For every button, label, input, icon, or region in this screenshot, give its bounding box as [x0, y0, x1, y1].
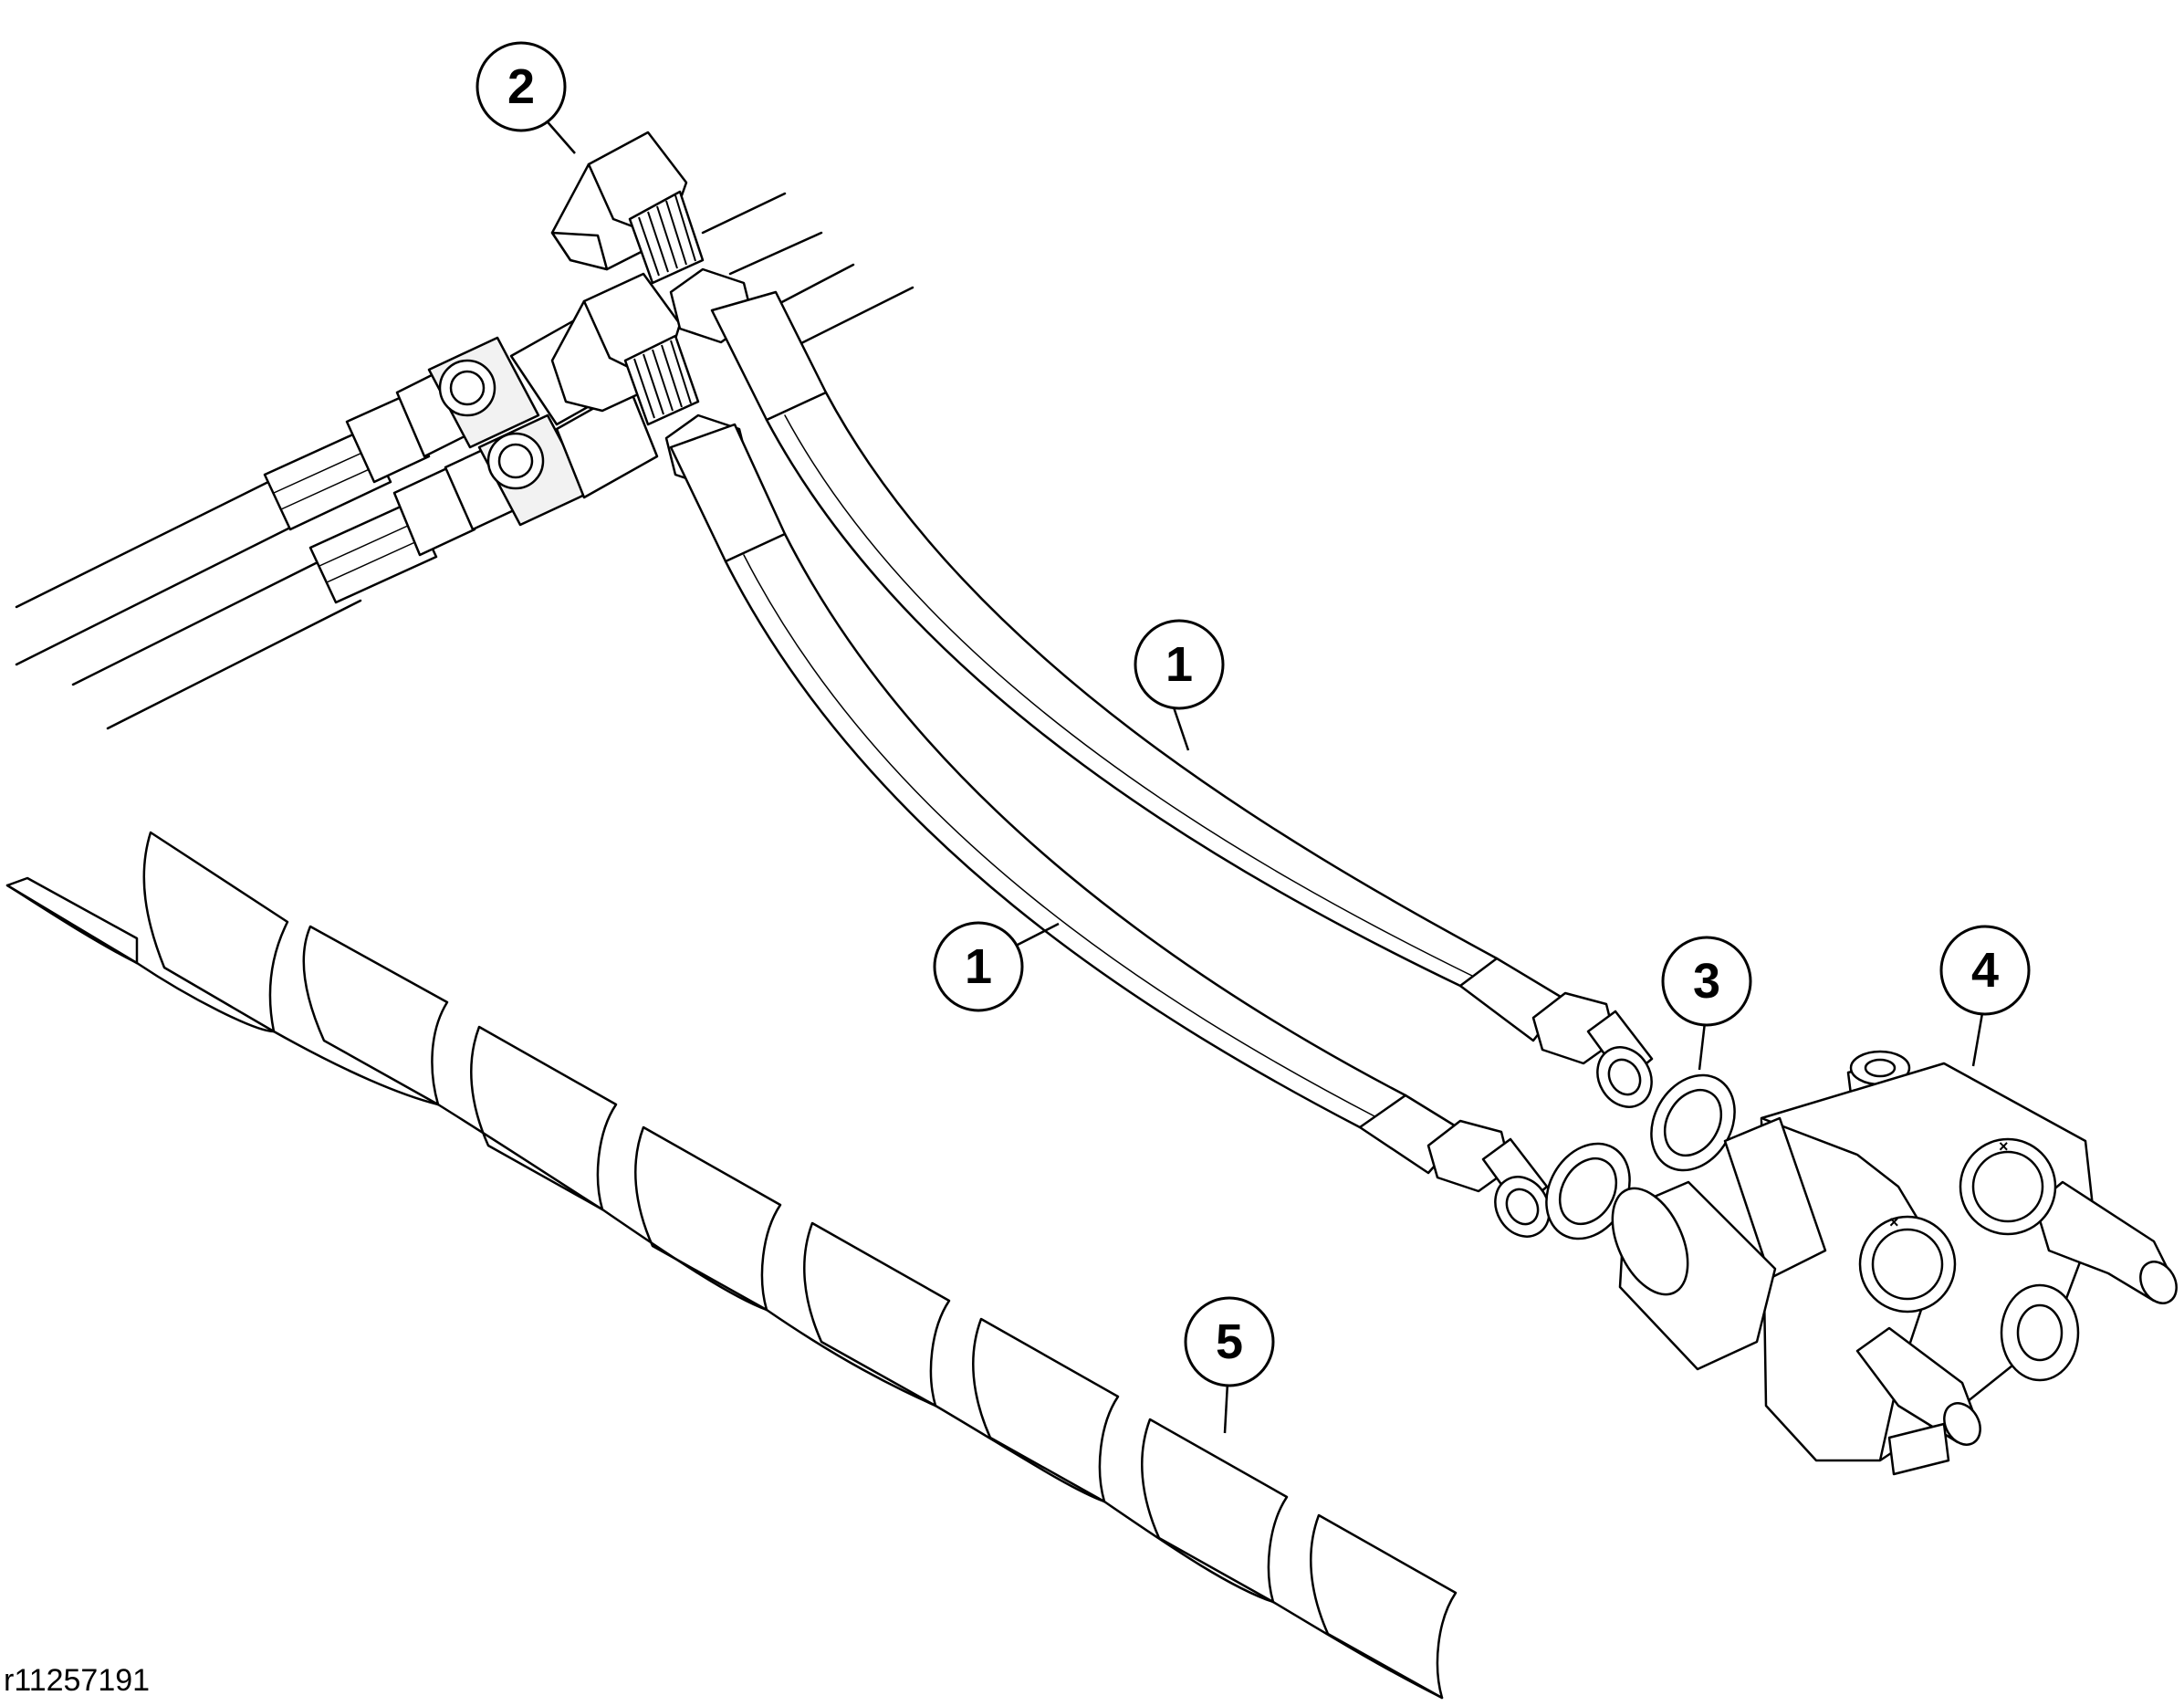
callout-5-label: 5	[1216, 1314, 1243, 1369]
spiral-wrap	[5, 831, 1458, 1700]
callout-4-label: 4	[1971, 943, 1999, 998]
callout-3-label: 3	[1693, 954, 1720, 1009]
callout-1a-label: 1	[1165, 637, 1193, 692]
callout-1a: 1	[1134, 619, 1225, 751]
callout-2-label: 2	[507, 59, 535, 114]
callout-3: 3	[1661, 936, 1752, 1071]
callout-4: 4	[1939, 925, 2031, 1067]
callout-5: 5	[1184, 1296, 1275, 1434]
figure-reference-code: r11257191	[4, 1663, 151, 1698]
callout-1b: 1	[933, 921, 1060, 1012]
svg-text:×: ×	[1999, 1137, 2009, 1156]
hose-assemblies	[669, 290, 1654, 1238]
callout-2: 2	[475, 41, 576, 154]
svg-text:×: ×	[1889, 1213, 1899, 1231]
manifold-block: × ×	[1611, 1050, 2178, 1476]
incoming-hoses	[15, 192, 914, 730]
callout-1b-label: 1	[965, 939, 992, 994]
sealing-rings	[1545, 1073, 1736, 1240]
fitting-cluster	[263, 131, 755, 604]
